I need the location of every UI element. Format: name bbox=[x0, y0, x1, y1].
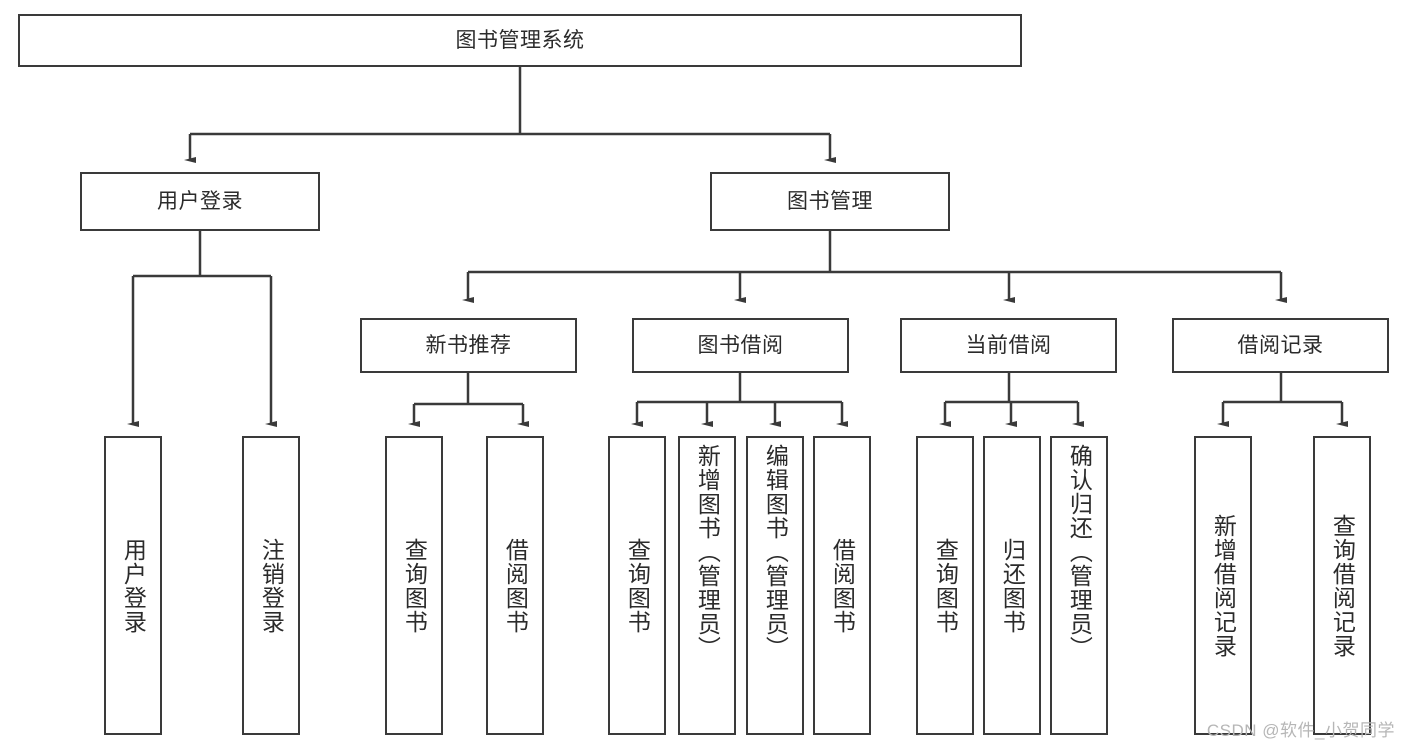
node-label: 确认归还（管理员） bbox=[1066, 444, 1093, 660]
node-label: 图书管理系统 bbox=[455, 28, 585, 52]
node-label: 用户登录 bbox=[157, 189, 243, 213]
node-label: 查询借阅记录 bbox=[1329, 513, 1356, 658]
node-borrow-record[interactable]: 借阅记录 bbox=[1172, 318, 1389, 373]
node-leaf-add-book-admin[interactable]: 新增图书（管理员） bbox=[678, 436, 736, 735]
node-leaf-return-book[interactable]: 归还图书 bbox=[983, 436, 1041, 735]
node-label: 查询图书 bbox=[932, 537, 959, 634]
node-label: 注销登录 bbox=[258, 537, 285, 634]
node-label: 查询图书 bbox=[401, 537, 428, 634]
node-book-management[interactable]: 图书管理 bbox=[710, 172, 950, 231]
node-label: 新增图书（管理员） bbox=[694, 444, 721, 660]
node-label: 用户登录 bbox=[120, 537, 147, 634]
node-label: 当前借阅 bbox=[965, 333, 1052, 357]
node-leaf-logout-login[interactable]: 注销登录 bbox=[242, 436, 300, 735]
watermark-text: CSDN @软件_小贺同学 bbox=[1206, 721, 1395, 740]
node-label: 借阅图书 bbox=[502, 537, 529, 634]
node-label: 借阅记录 bbox=[1237, 333, 1324, 357]
node-new-book-recommend[interactable]: 新书推荐 bbox=[360, 318, 577, 373]
node-label: 编辑图书（管理员） bbox=[762, 444, 789, 660]
node-leaf-borrow-book[interactable]: 借阅图书 bbox=[813, 436, 871, 735]
node-leaf-user-login[interactable]: 用户登录 bbox=[104, 436, 162, 735]
node-leaf-query-book-current[interactable]: 查询图书 bbox=[916, 436, 974, 735]
node-label: 图书借阅 bbox=[697, 333, 784, 357]
node-user-login[interactable]: 用户登录 bbox=[80, 172, 320, 231]
node-leaf-add-borrow-record[interactable]: 新增借阅记录 bbox=[1194, 436, 1252, 735]
node-label: 新书推荐 bbox=[425, 333, 512, 357]
node-leaf-query-borrow-record[interactable]: 查询借阅记录 bbox=[1313, 436, 1371, 735]
node-label: 图书管理 bbox=[787, 189, 873, 213]
node-leaf-query-book-recommend[interactable]: 查询图书 bbox=[385, 436, 443, 735]
node-leaf-confirm-return-admin[interactable]: 确认归还（管理员） bbox=[1050, 436, 1108, 735]
node-current-borrow[interactable]: 当前借阅 bbox=[900, 318, 1117, 373]
node-leaf-edit-book-admin[interactable]: 编辑图书（管理员） bbox=[746, 436, 804, 735]
node-book-borrow[interactable]: 图书借阅 bbox=[632, 318, 849, 373]
node-label: 新增借阅记录 bbox=[1210, 513, 1237, 658]
node-label: 查询图书 bbox=[624, 537, 651, 634]
node-root-book-management-system[interactable]: 图书管理系统 bbox=[18, 14, 1022, 67]
node-label: 归还图书 bbox=[999, 537, 1026, 634]
node-label: 借阅图书 bbox=[829, 537, 856, 634]
node-leaf-query-book-borrow[interactable]: 查询图书 bbox=[608, 436, 666, 735]
node-leaf-borrow-book-recommend[interactable]: 借阅图书 bbox=[486, 436, 544, 735]
